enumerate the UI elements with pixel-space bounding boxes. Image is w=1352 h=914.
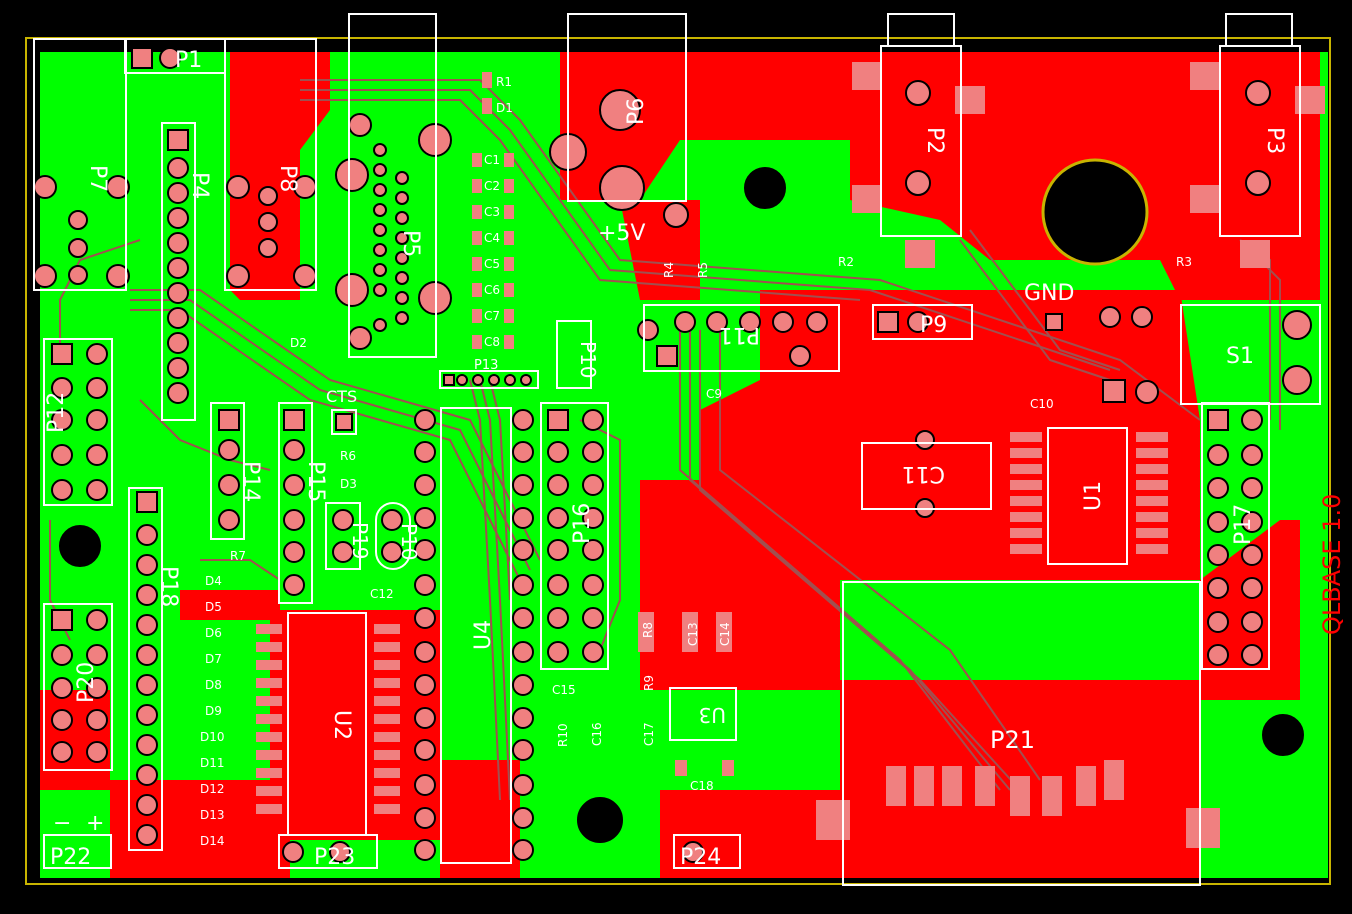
label-s1: S1 xyxy=(1226,344,1254,369)
label-p22: P22 xyxy=(50,845,91,870)
label-p1: P1 xyxy=(175,48,202,73)
label-c8: C8 xyxy=(484,335,500,349)
label-c15: C15 xyxy=(552,683,576,697)
label-c13: C13 xyxy=(686,622,700,646)
label-c4: C4 xyxy=(484,231,500,245)
silkscreen-text: P1 P7 P4 P8 P5 P6 +5V P2 P3 GND S1 P9 P1… xyxy=(44,48,1346,870)
label-u4: U4 xyxy=(471,620,496,650)
label-r8: R8 xyxy=(641,622,655,638)
label-p21: P21 xyxy=(990,726,1035,754)
label-r7: R7 xyxy=(230,549,246,563)
label-c14: C14 xyxy=(718,622,732,646)
label-p10b: P10 xyxy=(397,523,421,561)
label-c9: C9 xyxy=(706,387,722,401)
label-p13: P13 xyxy=(474,358,498,373)
label-r10: R10 xyxy=(556,723,570,747)
label-c6: C6 xyxy=(484,283,500,297)
label-c3: C3 xyxy=(484,205,500,219)
label-u3: U3 xyxy=(699,703,726,727)
label-p7: P7 xyxy=(85,165,110,192)
label-d6: D6 xyxy=(205,626,222,640)
label-p9: P9 xyxy=(920,313,947,338)
label-c11: C11 xyxy=(902,461,945,486)
label-r4: R4 xyxy=(662,262,676,278)
label-r5: R5 xyxy=(696,262,710,278)
label-plus: + xyxy=(86,811,104,836)
label-c17: C17 xyxy=(642,722,656,746)
label-p23: P23 xyxy=(314,845,355,870)
label-c16: C16 xyxy=(590,722,604,746)
label-d9: D9 xyxy=(205,704,222,718)
label-c10: C10 xyxy=(1030,397,1054,411)
label-p11: P11 xyxy=(719,322,760,347)
label-d3: D3 xyxy=(340,477,357,491)
label-board: QLBASE 1.0 xyxy=(1318,494,1346,635)
label-p15: P15 xyxy=(303,461,328,502)
label-p20: P20 xyxy=(74,662,99,703)
label-r3: R3 xyxy=(1176,255,1192,269)
label-u1: U1 xyxy=(1081,481,1106,511)
label-plus5v: +5V xyxy=(598,221,645,246)
label-p14: P14 xyxy=(238,461,263,502)
label-d5: D5 xyxy=(205,600,222,614)
label-d12: D12 xyxy=(200,782,225,796)
label-c5: C5 xyxy=(484,257,500,271)
label-cts: CTS xyxy=(326,387,357,406)
label-p24: P24 xyxy=(680,845,721,870)
label-c2: C2 xyxy=(484,179,500,193)
label-p4: P4 xyxy=(187,172,212,199)
silkscreen-outlines xyxy=(33,13,1321,886)
smd-pads xyxy=(256,62,1325,848)
label-p17: P17 xyxy=(1231,504,1256,545)
label-p16: P16 xyxy=(570,503,595,544)
label-d8: D8 xyxy=(205,678,222,692)
label-p8: P8 xyxy=(275,165,300,192)
label-gnd: GND xyxy=(1024,281,1074,306)
label-p10: P10 xyxy=(576,341,600,379)
label-minus: − xyxy=(53,811,71,836)
label-r9: R9 xyxy=(642,675,656,691)
label-p12: P12 xyxy=(44,392,69,433)
label-p19: P19 xyxy=(348,522,372,560)
label-c18: C18 xyxy=(690,779,714,793)
label-d14: D14 xyxy=(200,834,225,848)
label-d4: D4 xyxy=(205,574,222,588)
label-p6: P6 xyxy=(624,98,649,125)
label-p5: P5 xyxy=(398,230,423,257)
label-d2: D2 xyxy=(290,336,307,350)
label-d7: D7 xyxy=(205,652,222,666)
label-u2: U2 xyxy=(329,710,354,740)
label-r2: R2 xyxy=(838,255,854,269)
label-r1: R1 xyxy=(496,75,512,89)
label-c12: C12 xyxy=(370,587,394,601)
label-r6: R6 xyxy=(340,449,356,463)
label-d11: D11 xyxy=(200,756,225,770)
label-c1: C1 xyxy=(484,153,500,167)
board-outline xyxy=(25,37,1331,885)
label-d1: D1 xyxy=(496,101,513,115)
label-d13: D13 xyxy=(200,808,225,822)
label-c7: C7 xyxy=(484,309,500,323)
label-p2: P2 xyxy=(922,127,947,154)
pad-layer xyxy=(33,47,1312,863)
label-p18: P18 xyxy=(156,566,181,607)
label-d10: D10 xyxy=(200,730,225,744)
label-p3: P3 xyxy=(1262,127,1287,154)
